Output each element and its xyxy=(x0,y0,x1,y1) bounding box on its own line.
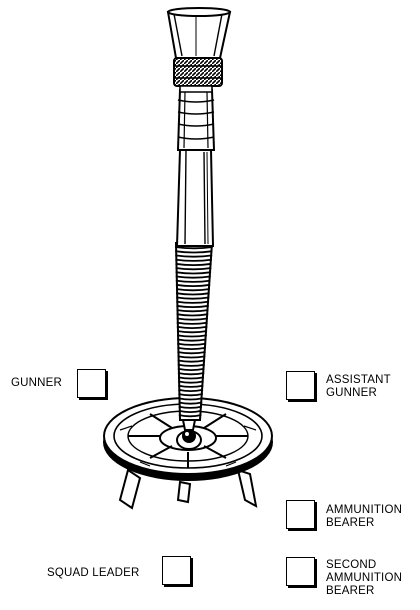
cooling-fin xyxy=(176,330,208,334)
cooling-fin xyxy=(176,304,209,308)
cooling-fin xyxy=(177,346,207,350)
cooling-fin xyxy=(178,393,203,397)
cooling-fin xyxy=(175,250,213,254)
cooling-fin xyxy=(176,325,208,329)
cooling-fin xyxy=(175,283,211,287)
cooling-fin xyxy=(175,258,213,262)
cooling-fin xyxy=(176,321,208,325)
cooling-fin xyxy=(178,388,204,392)
cooling-fin xyxy=(175,279,211,283)
cooling-fin xyxy=(175,267,212,271)
position-label-assistant-gunner: ASSISTANT GUNNER xyxy=(326,374,391,399)
cooling-fin xyxy=(176,317,209,321)
cooling-fin xyxy=(175,288,211,292)
cooling-fin xyxy=(177,372,205,376)
cooling-fin xyxy=(176,334,207,338)
cooling-fin xyxy=(175,254,213,258)
cooling-fin xyxy=(178,414,202,418)
muzzle xyxy=(166,7,232,59)
cooling-fin xyxy=(175,292,210,296)
position-box-gunner[interactable] xyxy=(77,369,106,398)
cooling-fin xyxy=(177,359,206,363)
cooling-fin xyxy=(177,380,204,384)
cooling-fin xyxy=(176,300,210,304)
cooling-fin xyxy=(175,275,211,279)
cooling-fin xyxy=(174,246,213,250)
ball-socket xyxy=(176,419,202,450)
barrel-cooling-fins xyxy=(174,242,214,421)
position-box-ammunition-bearer[interactable] xyxy=(286,500,315,529)
position-label-second-ammunition-bearer: SECOND AMMUNITION BEARER xyxy=(326,559,403,597)
baseplate-legs xyxy=(118,468,258,510)
cooling-fin xyxy=(177,351,206,355)
position-box-assistant-gunner[interactable] xyxy=(286,371,315,400)
cooling-fin xyxy=(178,405,203,409)
cooling-fin xyxy=(177,376,205,380)
cooling-fin xyxy=(178,409,202,413)
position-label-squad-leader: SQUAD LEADER xyxy=(47,567,140,579)
cooling-fin xyxy=(175,271,212,275)
cooling-fin xyxy=(177,342,207,346)
cooling-fin xyxy=(176,296,210,300)
position-box-second-ammunition-bearer[interactable] xyxy=(286,557,315,586)
cooling-fin xyxy=(175,262,212,266)
position-label-gunner: GUNNER xyxy=(11,377,63,389)
cooling-fin xyxy=(176,309,209,313)
cooling-fin xyxy=(177,363,205,367)
cooling-fin xyxy=(178,401,203,405)
position-box-squad-leader[interactable] xyxy=(162,556,191,585)
cooling-fin xyxy=(177,367,205,371)
muzzle-collar xyxy=(173,57,223,93)
cooling-fin xyxy=(176,313,209,317)
cooling-fin xyxy=(178,397,203,401)
barrel xyxy=(175,89,216,247)
cooling-fin xyxy=(177,338,207,342)
cooling-fin xyxy=(177,355,206,359)
cooling-fin xyxy=(178,384,204,388)
position-label-ammunition-bearer: AMMUNITION BEARER xyxy=(326,504,403,529)
